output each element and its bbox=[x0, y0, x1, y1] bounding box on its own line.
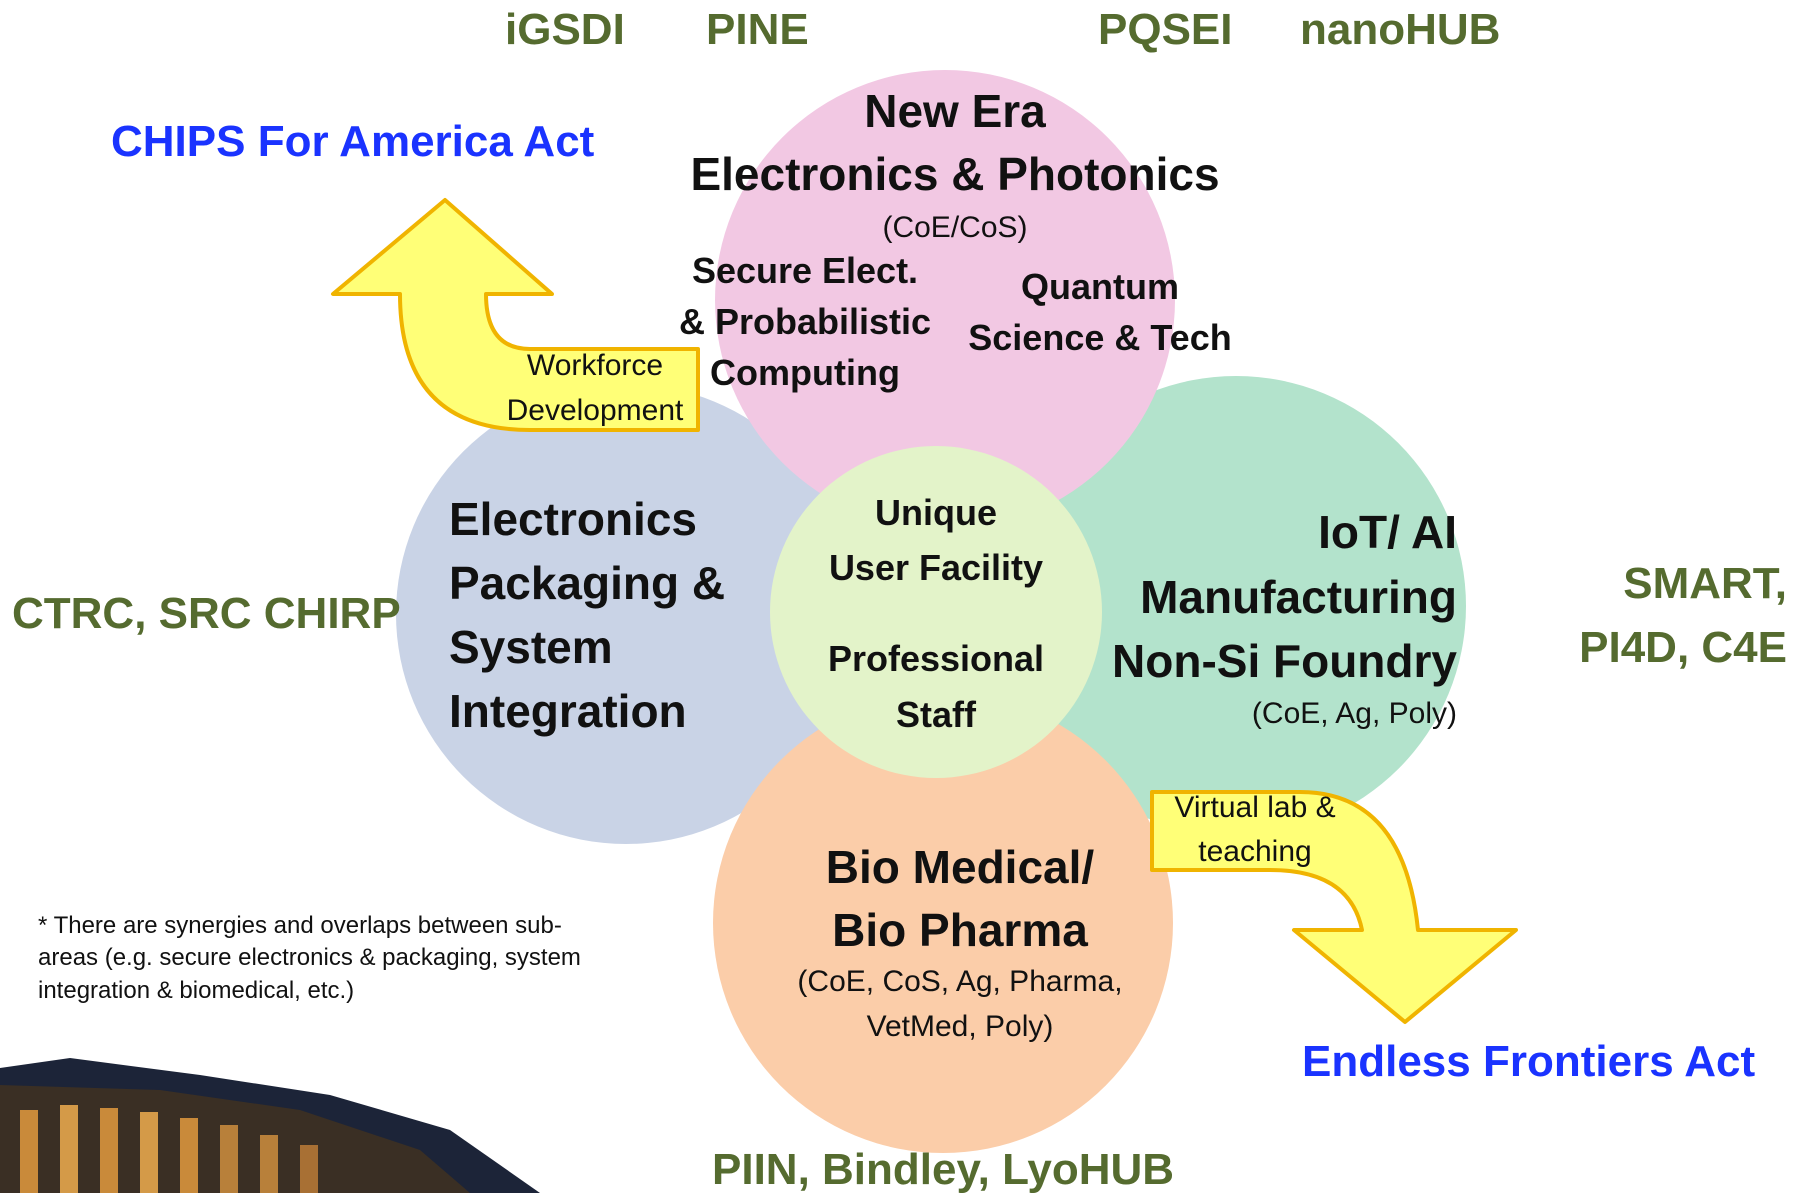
program-smart: SMART, bbox=[1623, 559, 1787, 608]
synergies-footnote: * There are synergies and overlaps betwe… bbox=[38, 912, 581, 1004]
top-circle-title-line2: Electronics & Photonics bbox=[690, 148, 1220, 200]
secure-elect-line2: & Probabilistic bbox=[678, 301, 932, 342]
biomedical-subtitle-line1: (CoE, CoS, Ag, Pharma, bbox=[797, 965, 1123, 998]
program-piin-bindley-lyohub: PIIN, Bindley, LyoHUB bbox=[712, 1145, 1175, 1194]
chips-act-label: CHIPS For America Act bbox=[111, 117, 595, 166]
iot-title-line2: Manufacturing bbox=[1140, 571, 1457, 623]
program-pi4d-c4e: PI4D, C4E bbox=[1579, 623, 1787, 672]
workforce-arrow bbox=[331, 198, 700, 432]
packaging-title-line1: Electronics bbox=[449, 493, 697, 545]
virtual-lab-label-line2: teaching bbox=[1198, 835, 1312, 868]
program-pqsei: PQSEI bbox=[1098, 5, 1233, 54]
workforce-label-line1: Workforce bbox=[526, 349, 664, 382]
biomedical-subtitle-line2: VetMed, Poly) bbox=[866, 1010, 1054, 1043]
virtual-lab-label-line1: Virtual lab & bbox=[1174, 791, 1336, 824]
program-igsdi: iGSDI bbox=[505, 5, 625, 54]
user-facility-circle bbox=[770, 446, 1102, 778]
biomedical-title-line1: Bio Medical/ bbox=[825, 841, 1095, 893]
secure-elect-line1: Secure Elect. bbox=[691, 250, 919, 291]
secure-elect-line3: Computing bbox=[710, 352, 900, 393]
iot-circle bbox=[1006, 376, 1466, 836]
biomedical-circle bbox=[713, 693, 1173, 1153]
quantum-line1: Quantum bbox=[1021, 266, 1179, 307]
packaging-title-line3: System bbox=[449, 621, 613, 673]
iot-title-line3: Non-Si Foundry bbox=[1112, 635, 1457, 687]
center-title-line1: Unique bbox=[875, 492, 997, 533]
packaging-title-line2: Packaging & bbox=[449, 557, 726, 609]
center-title2-line1: Professional bbox=[827, 638, 1045, 679]
center-title-line2: User Facility bbox=[828, 547, 1044, 588]
virtual-lab-arrow bbox=[1150, 790, 1518, 1024]
packaging-circle bbox=[396, 384, 856, 844]
biomedical-title-line2: Bio Pharma bbox=[832, 904, 1088, 956]
packaging-title-line4: Integration bbox=[449, 685, 687, 737]
endless-frontiers-act-label: Endless Frontiers Act bbox=[1302, 1037, 1756, 1086]
program-pine: PINE bbox=[706, 5, 809, 54]
top-circle-title-line1: New Era bbox=[864, 85, 1046, 137]
electronics-photonics-circle bbox=[715, 70, 1175, 530]
building-photo bbox=[0, 1058, 540, 1193]
program-nanohub: nanoHUB bbox=[1300, 5, 1501, 54]
iot-subtitle: (CoE, Ag, Poly) bbox=[1251, 697, 1457, 730]
quantum-line2: Science & Tech bbox=[968, 317, 1232, 358]
program-ctrc-src-chirp: CTRC, SRC CHIRP bbox=[12, 589, 401, 638]
center-title2-line2: Staff bbox=[896, 694, 976, 735]
top-circle-subtitle: (CoE/CoS) bbox=[882, 211, 1028, 244]
workforce-label-line2: Development bbox=[506, 394, 684, 427]
iot-title-line1: IoT/ AI bbox=[1318, 506, 1457, 558]
